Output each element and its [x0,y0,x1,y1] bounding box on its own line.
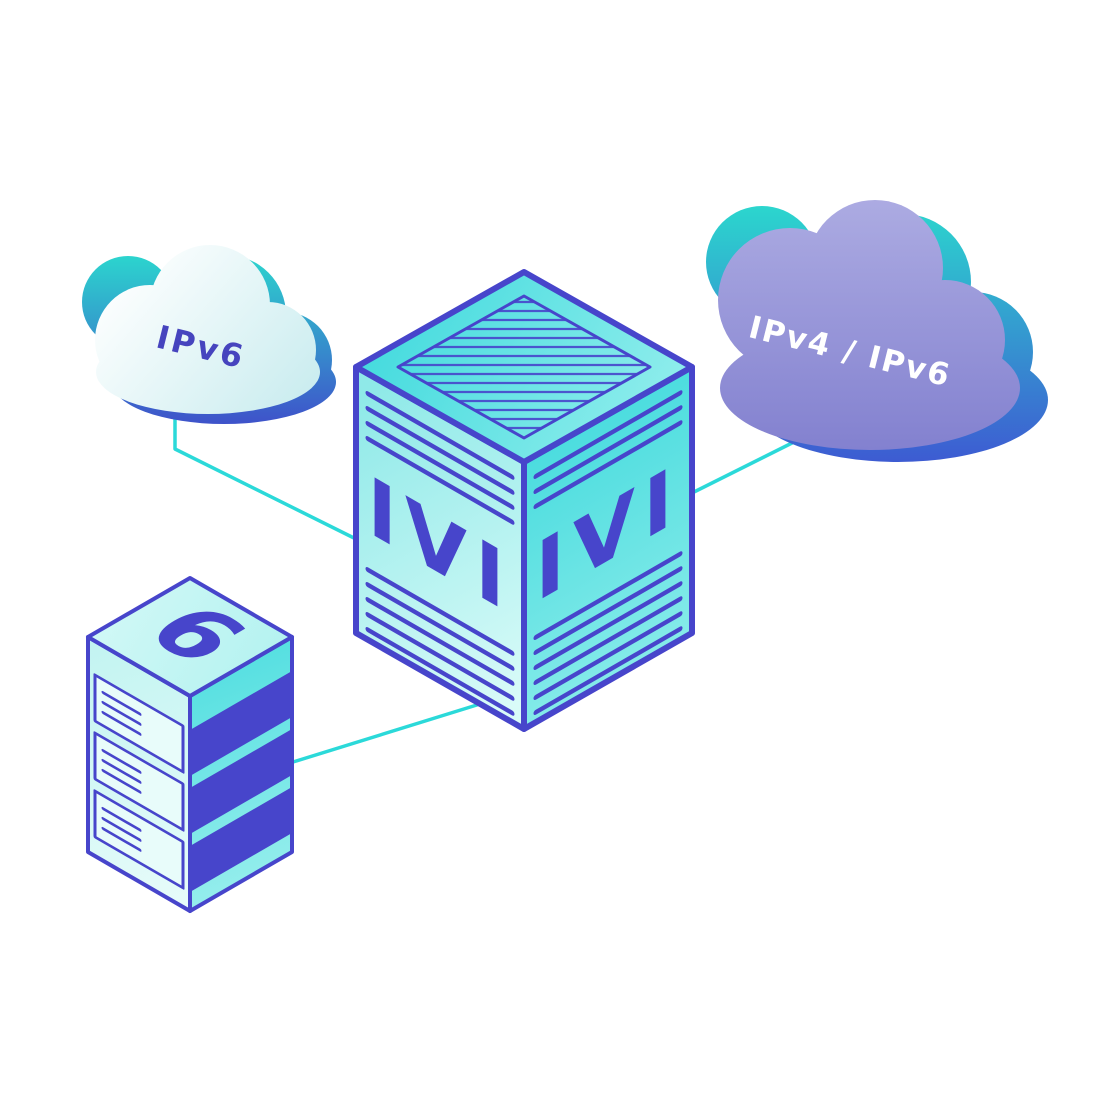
server-drawer [93,673,185,774]
server-drawer-side-bands [190,671,292,892]
ipv4-ipv6-cloud-body [718,200,1020,450]
server-drawer [93,789,185,890]
box-top-face [353,269,695,465]
server-drawer-band [190,787,292,892]
server-drawer-band [190,671,292,776]
ipv4-ipv6-cloud: IPv4 / IPv6 [706,200,1048,462]
server-drawer [93,731,185,832]
connector-server-to-translator [291,702,482,764]
server-drawer-band [190,729,292,834]
ipv6-cloud: IPv6 [82,245,336,424]
server-rack: 6 [86,576,294,913]
ivi-translator-box: IVI IVI [353,269,695,732]
server-drawer-fronts [93,673,185,890]
box-top-inset-panel [396,294,652,440]
ipv6-cloud-body [95,245,320,414]
server-top-face [86,576,294,698]
